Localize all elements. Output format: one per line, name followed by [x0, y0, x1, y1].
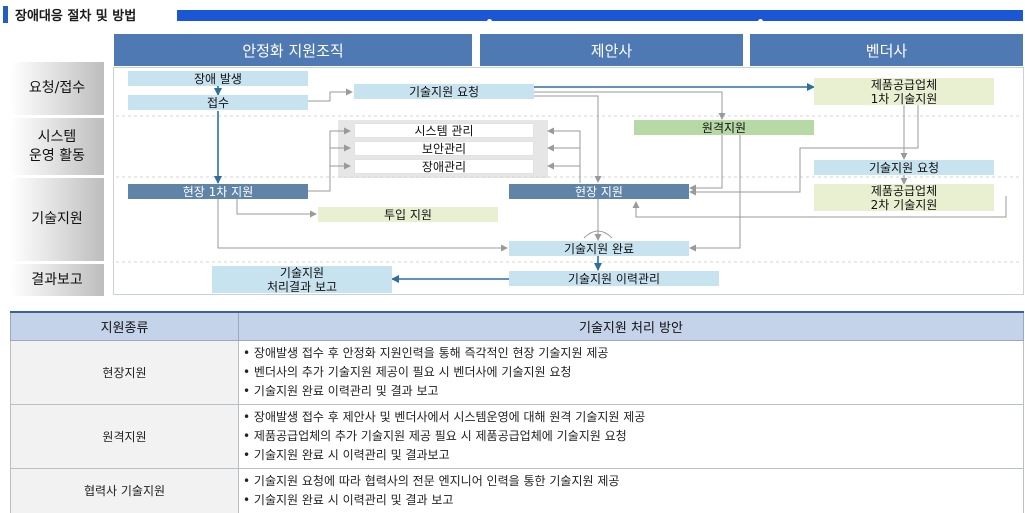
node-deploy: 투입 지원	[318, 207, 498, 222]
node-vendor-second: 제품공급업체 2차 기술지원	[814, 184, 994, 212]
table-header-method: 기술지원 처리 방안	[238, 311, 1024, 341]
node-result-report: 기술지원 처리결과 보고	[212, 266, 392, 294]
support-kind: 원격지원	[10, 403, 239, 469]
title-bar	[177, 10, 1023, 21]
table-header-kind: 지원종류	[10, 311, 239, 341]
list-item: • 제품공급업체의 추가 기술지원 제공 필요 시 제품공급업체에 기술지원 요…	[243, 428, 627, 443]
column-header-proposer: 제안사	[480, 34, 743, 66]
row-header-operation: 시스템 운영 활동	[10, 118, 104, 175]
column-header-stabilization: 안정화 지원조직	[114, 34, 472, 66]
node-incident-management: 장애관리	[354, 159, 534, 174]
node-history: 기술지원 이력관리	[509, 271, 719, 286]
node-security-management: 보안관리	[354, 141, 534, 156]
support-method: • 장애발생 접수 후 제안사 및 벤더사에서 시스템운영에 대해 원격 기술지…	[238, 403, 1024, 469]
node-onsite: 현장 지원	[509, 184, 689, 199]
table-row: 협력사 기술지원 • 기술지원 요청에 따라 협력사의 전문 엔지니어 인력을 …	[10, 467, 1024, 513]
title-bar-dot	[758, 19, 763, 24]
node-onsite-first: 현장 1차 지원	[128, 184, 308, 199]
title-bar-dot	[487, 19, 492, 24]
node-vendor-first: 제품공급업체 1차 기술지원	[814, 78, 994, 106]
row-header-report: 결과보고	[10, 264, 104, 296]
list-item: • 기술지원 완료 시 이력관리 및 결과보고	[243, 447, 450, 462]
title-marker	[3, 6, 8, 23]
row-header-tech-support: 기술지원	[10, 178, 104, 261]
list-item: • 벤더사의 추가 기술지원 제공이 필요 시 벤더사에 기술지원 요청	[243, 364, 572, 379]
node-remote: 원격지원	[634, 120, 814, 135]
page-title: 장애대응 절차 및 방법	[15, 9, 137, 24]
node-system-management: 시스템 관리	[354, 123, 534, 138]
node-incident: 장애 발생	[128, 71, 308, 86]
support-kind: 협력사 기술지원	[10, 467, 239, 513]
row-header-request: 요청/접수	[10, 62, 104, 115]
node-receipt: 접수	[128, 95, 308, 110]
list-item: • 기술지원 완료 이력관리 및 결과 보고	[243, 383, 439, 398]
table-row: 원격지원 • 장애발생 접수 후 제안사 및 벤더사에서 시스템운영에 대해 원…	[10, 403, 1024, 469]
table-header-row: 지원종류 기술지원 처리 방안	[10, 311, 1024, 341]
support-kind: 현장지원	[10, 339, 239, 405]
list-item: • 장애발생 접수 후 제안사 및 벤더사에서 시스템운영에 대해 원격 기술지…	[243, 409, 646, 424]
support-type-table: 지원종류 기술지원 처리 방안 현장지원 • 장애발생 접수 후 안정화 지원인…	[10, 311, 1024, 513]
node-tech-request: 기술지원 요청	[354, 84, 534, 99]
node-vendor-request: 기술지원 요청	[814, 160, 994, 175]
support-method: • 기술지원 요청에 따라 협력사의 전문 엔지니어 인력을 통한 기술지원 제…	[238, 467, 1024, 513]
table-row: 현장지원 • 장애발생 접수 후 안정화 지원인력을 통해 즉각적인 현장 기술…	[10, 339, 1024, 405]
support-method: • 장애발생 접수 후 안정화 지원인력을 통해 즉각적인 현장 기술지원 제공…	[238, 339, 1024, 405]
list-item: • 기술지원 요청에 따라 협력사의 전문 엔지니어 인력을 통한 기술지원 제…	[243, 473, 620, 488]
list-item: • 장애발생 접수 후 안정화 지원인력을 통해 즉각적인 현장 기술지원 제공	[243, 345, 609, 360]
list-item: • 기술지원 완료 시 이력관리 및 결과 보고	[243, 492, 454, 507]
column-header-vendor: 벤더사	[750, 34, 1023, 66]
node-tech-complete: 기술지원 완료	[509, 241, 689, 256]
